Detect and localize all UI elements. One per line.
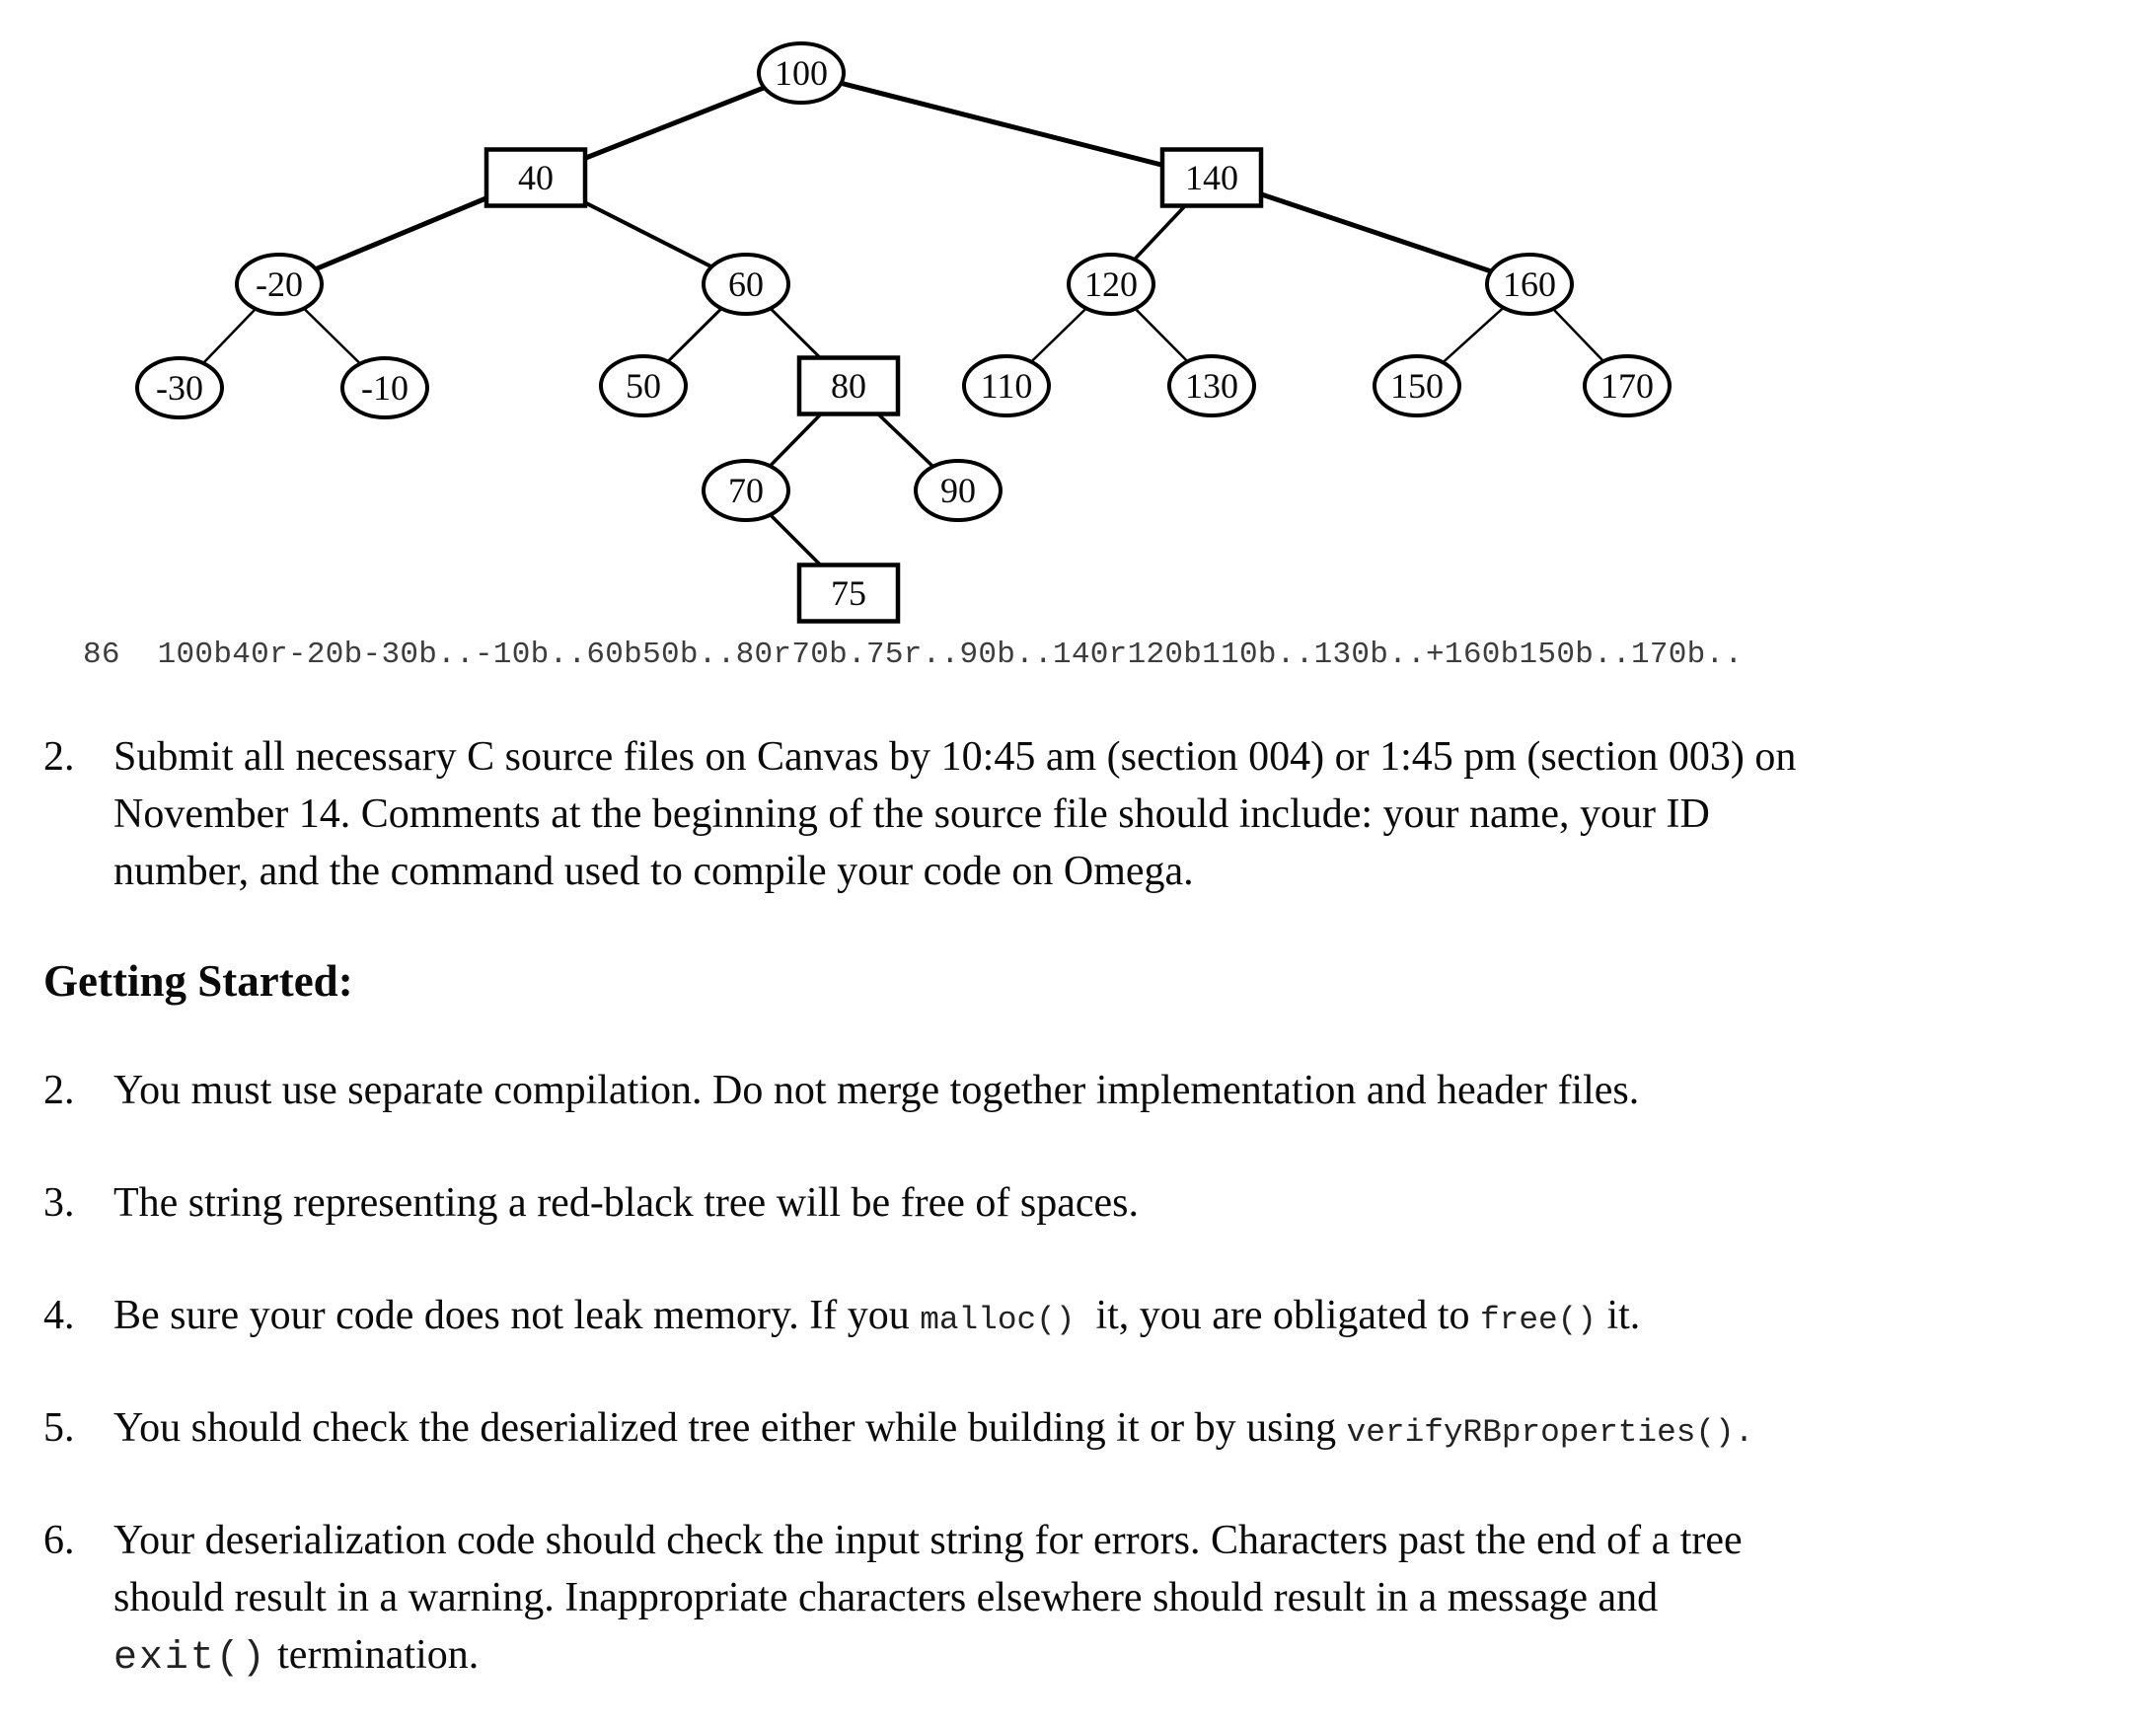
tree-node-label: 100 (775, 53, 828, 93)
text-run: You should check the deserialized tree e… (113, 1404, 1347, 1451)
tree-node-40: 40 (483, 147, 588, 208)
text-run: malloc() (920, 1301, 1076, 1338)
tree-svg: 100 40 140 -20 60 120 160 -30 -10 50 80 110 130 150 17… (135, 41, 1672, 624)
tree-node-100: 100 (757, 41, 846, 105)
text-run: it, you are obligated to (1075, 1292, 1481, 1338)
list-item-number: 2. (43, 1067, 75, 1113)
tree-node-label: -10 (361, 368, 409, 408)
tree-node-label: 130 (1185, 366, 1238, 406)
list-item-submit: 2. Submit all necessary C source files o… (43, 729, 2126, 901)
text-run: verifyRBproperties(). (1346, 1413, 1754, 1451)
tree-node-label: 80 (831, 366, 866, 406)
tree-node--20: -20 (235, 253, 324, 316)
black-node-shape (1485, 253, 1574, 316)
list-item: 6. Your deserialization code should chec… (43, 1513, 2126, 1685)
list-item-text: The string representing a red-black tree… (113, 1175, 1139, 1233)
text-run: free() (1480, 1301, 1597, 1338)
tree-node-75: 75 (796, 563, 901, 624)
list-item-text: Be sure your code does not leak memory. … (113, 1288, 1640, 1345)
tree-node-label: 120 (1084, 264, 1138, 304)
black-node-shape (1167, 354, 1256, 417)
getting-started-heading: Getting Started: (43, 955, 353, 1006)
list-item-text: You should check the deserialized tree e… (113, 1400, 1753, 1458)
black-node-shape (135, 356, 224, 419)
text-run: termination. (266, 1631, 480, 1678)
tree-node-50: 50 (599, 354, 688, 417)
tree-node-80: 80 (796, 355, 901, 416)
black-node-shape (1583, 354, 1672, 417)
black-node-shape (599, 354, 688, 417)
list-item: 4. Be sure your code does not leak memor… (43, 1288, 2126, 1345)
tree-edge-140-160 (1211, 175, 1530, 287)
tree-node-label: 60 (728, 264, 764, 304)
black-node-shape (1067, 253, 1155, 316)
list-item-number: 3. (43, 1179, 75, 1226)
black-node-shape (235, 253, 324, 316)
tree-node-70: 70 (702, 459, 790, 522)
black-node-shape (340, 356, 429, 419)
text-run: exit() (113, 1634, 267, 1680)
text-run: Be sure your code does not leak memory. … (113, 1292, 921, 1338)
list-item-text: Your deserialization code should check t… (113, 1513, 1743, 1685)
list-item-text: You must use separate compilation. Do no… (113, 1063, 1639, 1120)
tree-node-label: 110 (981, 366, 1033, 406)
list-item-number: 2. (43, 734, 75, 780)
red-node-shape (1159, 147, 1264, 208)
tree-node-label: 90 (940, 471, 976, 510)
red-node-shape (796, 563, 901, 624)
black-node-shape (962, 354, 1051, 417)
tree-node-170: 170 (1583, 354, 1672, 417)
tree-node-label: 170 (1600, 366, 1654, 406)
list-item: 2. You must use separate compilation. Do… (43, 1063, 2126, 1120)
text-run: You must use separate compilation. Do no… (113, 1067, 1640, 1113)
tree-node-60: 60 (702, 253, 790, 316)
tree-node-140: 140 (1159, 147, 1264, 208)
list-item: 3. The string representing a red-black t… (43, 1175, 2126, 1233)
tree-node-label: 160 (1503, 264, 1556, 304)
tree-node--30: -30 (135, 356, 224, 419)
tree-node--10: -10 (340, 356, 429, 419)
text-run: The string representing a red-black tree… (113, 1179, 1140, 1226)
tree-node-130: 130 (1167, 354, 1256, 417)
tree-node-label: 50 (626, 366, 661, 406)
instructions-content: 2. Submit all necessary C source files o… (0, 729, 2156, 1685)
tree-node-120: 120 (1067, 253, 1155, 316)
list-item-number: 5. (43, 1404, 75, 1451)
text-run: Your deserialization code should check t… (113, 1517, 1743, 1620)
text-run: it. (1596, 1292, 1641, 1338)
red-black-tree-diagram: 100 40 140 -20 60 120 160 -30 -10 50 80 110 130 150 17… (0, 0, 2156, 624)
tree-node-label: 40 (518, 158, 554, 197)
tree-node-150: 150 (1373, 354, 1461, 417)
serialization-string: 86 100b40r-20b-30b..-10b..60b50b..80r70b… (83, 638, 1744, 672)
list-item-text: Submit all necessary C source files on C… (113, 729, 1796, 901)
tree-node-label: -20 (256, 264, 303, 304)
tree-node-110: 110 (962, 354, 1051, 417)
red-node-shape (483, 147, 588, 208)
tree-node-label: 150 (1390, 366, 1444, 406)
black-node-shape (757, 41, 846, 105)
tree-node-label: -30 (156, 368, 203, 408)
tree-node-label: 70 (728, 471, 764, 510)
tree-node-label: 140 (1185, 158, 1238, 197)
tree-node-160: 160 (1485, 253, 1574, 316)
tree-node-90: 90 (914, 459, 1003, 522)
black-node-shape (1373, 354, 1461, 417)
tree-edge-100-140 (800, 70, 1213, 181)
text-run: Submit all necessary C source files on C… (113, 734, 1797, 894)
list-item: 5. You should check the deserialized tre… (43, 1400, 2126, 1458)
tree-node-label: 75 (831, 573, 866, 613)
black-node-shape (914, 459, 1003, 522)
black-node-shape (702, 253, 790, 316)
list-item-number: 4. (43, 1292, 75, 1338)
list-item-number: 6. (43, 1517, 75, 1563)
black-node-shape (702, 459, 790, 522)
red-node-shape (796, 355, 901, 416)
